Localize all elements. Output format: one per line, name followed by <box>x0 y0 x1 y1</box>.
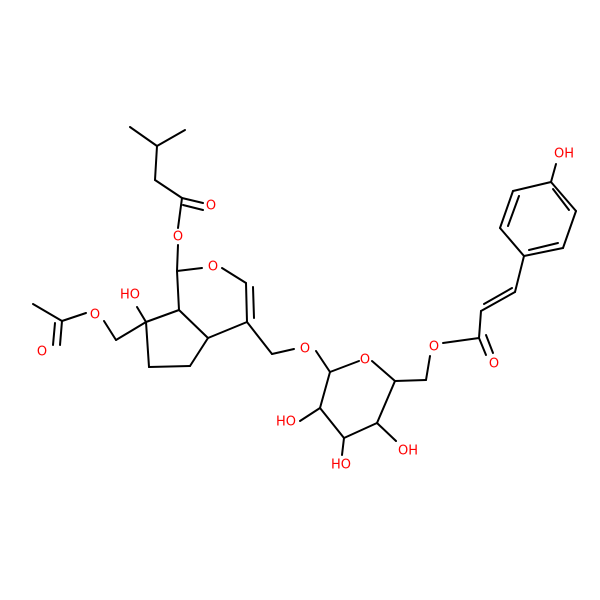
bond <box>483 287 513 305</box>
bond <box>176 270 180 311</box>
bond <box>103 320 117 341</box>
atom-oh-sugar-c3: OH <box>398 444 418 459</box>
atom-o-pyran: O <box>208 260 218 275</box>
bond <box>129 126 158 147</box>
bond <box>514 255 525 293</box>
bond <box>425 355 431 381</box>
atom-oh-phenol: OH <box>554 147 574 162</box>
bond <box>32 303 63 322</box>
bond <box>156 129 186 147</box>
bond <box>145 309 180 323</box>
atom-o-cinnamate-ester: O <box>429 340 439 355</box>
bond <box>181 197 204 204</box>
atom-oh-sugar-c4: HO <box>331 458 351 473</box>
bond <box>478 337 487 356</box>
bond <box>252 286 255 319</box>
bond <box>154 145 158 181</box>
bond <box>478 310 482 339</box>
bond <box>485 334 494 354</box>
bond <box>246 321 273 355</box>
phenol-ring <box>499 163 577 257</box>
bond <box>136 306 147 323</box>
bond <box>562 210 577 249</box>
bond <box>176 267 203 272</box>
bond <box>512 181 552 192</box>
atom-o-sugar-ring: O <box>360 353 370 368</box>
bond <box>552 188 570 211</box>
bond <box>299 407 321 422</box>
bond <box>341 437 345 456</box>
bond <box>550 181 577 212</box>
atom-labels: OH O O O HO O O O O O O HO OH HO <box>37 147 574 473</box>
atom-o-cinnamate-carbonyl: O <box>489 357 499 372</box>
bond <box>182 204 204 211</box>
bond <box>145 321 150 368</box>
bond <box>550 163 557 183</box>
coumaroyl-group <box>394 255 525 382</box>
bond <box>61 312 87 322</box>
acetoxymethyl-group <box>32 303 147 346</box>
bond <box>480 291 516 312</box>
atom-o-acetate-carbonyl: O <box>37 345 47 360</box>
bond <box>523 247 564 257</box>
bond <box>207 321 248 339</box>
bond <box>343 422 378 439</box>
bond <box>394 379 427 382</box>
bond <box>59 320 63 346</box>
pyran-ring <box>176 267 255 339</box>
bond <box>178 309 209 339</box>
cyclopentane-ring <box>136 306 209 368</box>
bond <box>376 422 397 442</box>
bond <box>245 282 248 323</box>
bond <box>315 350 331 373</box>
atom-o-isovalerate-carbonyl: O <box>206 199 216 214</box>
isovalerate-group <box>129 126 204 272</box>
bond <box>52 322 56 346</box>
bond <box>442 337 480 344</box>
bond <box>177 197 183 229</box>
bond <box>499 190 514 229</box>
atom-o-acetate-ester: O <box>90 308 100 323</box>
bond <box>528 242 559 251</box>
atom-oh-tertiary: HO <box>120 288 140 303</box>
bond <box>115 321 147 341</box>
bond <box>507 195 520 227</box>
bond <box>189 337 209 367</box>
bond <box>148 365 191 368</box>
bond <box>154 179 183 199</box>
bond <box>329 360 360 373</box>
atom-o-isovalerate-ester: O <box>173 230 183 245</box>
bond <box>499 227 525 257</box>
atom-o-glycosidic: O <box>300 342 310 357</box>
bond <box>319 407 345 439</box>
sugar-ring <box>299 360 397 456</box>
atom-oh-sugar-c2: HO <box>276 415 296 430</box>
bond <box>371 360 396 382</box>
bond <box>376 380 396 424</box>
bond <box>176 244 179 272</box>
bond <box>319 371 331 409</box>
glycosidic-linker <box>246 321 331 373</box>
bond <box>221 267 247 284</box>
bond <box>271 348 295 355</box>
